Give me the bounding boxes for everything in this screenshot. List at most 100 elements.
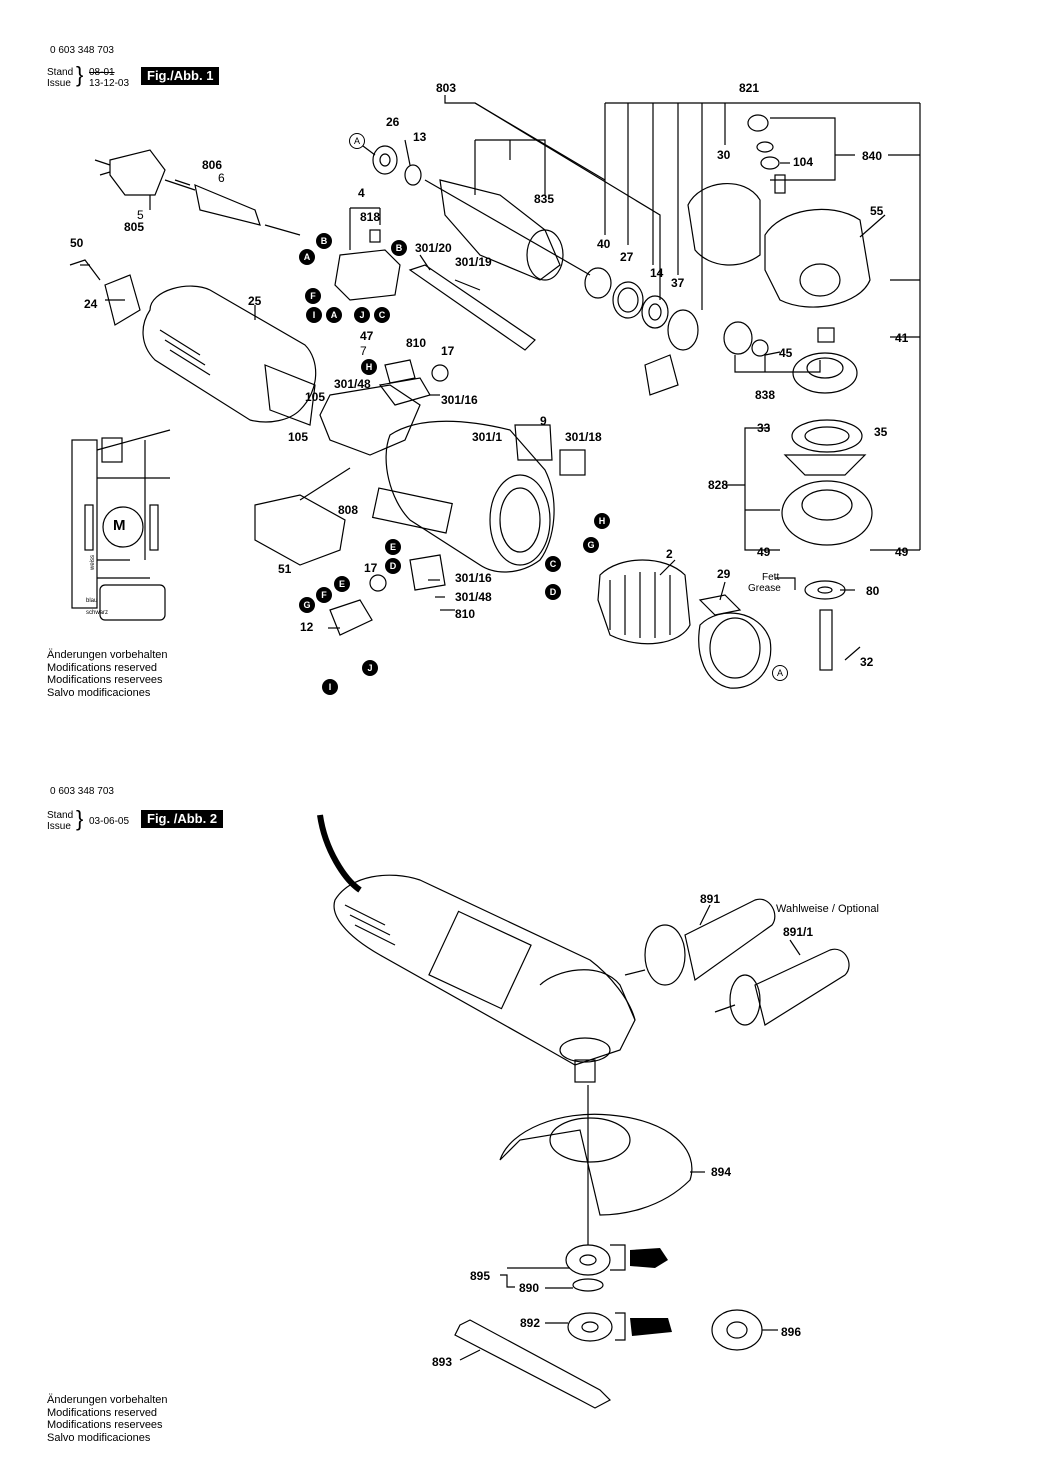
- part-label: 891: [700, 892, 721, 906]
- brace: }: [76, 62, 84, 87]
- note-line: Modifications reserved: [47, 1406, 158, 1419]
- part-label: 301/20: [415, 241, 452, 255]
- part-label: 49: [895, 545, 909, 559]
- part-label: 49: [757, 545, 771, 559]
- part-label: 301/19: [455, 255, 492, 269]
- figure-title: Fig. /Abb. 2: [141, 810, 224, 828]
- marker-e: E: [385, 539, 401, 555]
- part-label: 835: [534, 192, 555, 206]
- dates: 08-01 13-12-03: [89, 67, 129, 89]
- marker-a-outline: A: [772, 665, 788, 681]
- part-label: 840: [862, 149, 883, 163]
- part-label: 105: [288, 430, 309, 444]
- part-label: 17: [364, 561, 378, 575]
- issue-label: Issue: [47, 78, 71, 89]
- marker-f: F: [316, 587, 332, 603]
- part-label: 805: [124, 220, 145, 234]
- marker-a-outline: A: [349, 133, 365, 149]
- part-label: 6: [218, 171, 225, 185]
- marker-b: B: [391, 240, 407, 256]
- part-label: 893: [432, 1355, 453, 1369]
- part-label: 890: [519, 1281, 540, 1295]
- part-label: 808: [338, 503, 359, 517]
- part-label: 7: [360, 344, 367, 358]
- marker-j: J: [362, 660, 378, 676]
- marker-c: C: [545, 556, 561, 572]
- marker-e: E: [334, 576, 350, 592]
- marker-i: I: [306, 307, 322, 323]
- part-label: 806: [202, 158, 223, 172]
- date-struck: 08-01: [89, 67, 115, 78]
- marker-j: J: [354, 307, 370, 323]
- part-label: 35: [874, 425, 888, 439]
- part-label: 5: [137, 208, 144, 222]
- part-label: 301/16: [455, 571, 492, 585]
- notes-block: Änderungen vorbehalten Modifications res…: [47, 1394, 167, 1444]
- grease-label: Grease: [748, 583, 781, 594]
- part-label: 810: [455, 607, 476, 621]
- part-label: 12: [300, 620, 314, 634]
- part-label: 105: [305, 390, 326, 404]
- part-label: 51: [278, 562, 292, 576]
- stand-issue-labels: Stand Issue: [47, 67, 73, 89]
- note-line: Modifications reservees: [47, 674, 163, 686]
- marker-b: B: [316, 233, 332, 249]
- part-label: 26: [386, 115, 400, 129]
- stand-label: Stand: [47, 67, 74, 78]
- part-label: 30: [717, 148, 731, 162]
- part-label: 29: [717, 567, 731, 581]
- brace: }: [76, 806, 84, 831]
- part-label: 810: [406, 336, 427, 350]
- doc-number: 0 603 348 703: [50, 786, 114, 797]
- marker-h: H: [361, 359, 377, 375]
- part-label: 818: [360, 210, 381, 224]
- motor-symbol: M: [113, 517, 126, 534]
- part-label: 17: [441, 344, 455, 358]
- part-label: 40: [597, 237, 611, 251]
- part-label: 896: [781, 1325, 802, 1339]
- part-label: 894: [711, 1165, 732, 1179]
- part-label: 9: [540, 414, 547, 428]
- doc-number: 0 603 348 703: [50, 45, 114, 56]
- marker-c: C: [374, 307, 390, 323]
- marker-d: D: [385, 558, 401, 574]
- note-line: Salvo modificaciones: [47, 1431, 151, 1444]
- part-label: 13: [413, 130, 427, 144]
- figure-title: Fig./Abb. 1: [141, 67, 220, 85]
- part-label: 2: [666, 547, 673, 561]
- part-label: 32: [860, 655, 874, 669]
- stand-issue-labels: Stand Issue: [47, 810, 73, 832]
- part-label: 45: [779, 346, 793, 360]
- stand-label: Stand: [47, 810, 74, 821]
- part-label: 838: [755, 388, 776, 402]
- issue-label: Issue: [47, 821, 71, 832]
- marker-i: I: [322, 679, 338, 695]
- part-label: 4: [358, 186, 365, 200]
- part-label: 55: [870, 204, 884, 218]
- part-label: 301/48: [455, 590, 492, 604]
- part-label: 301/48: [334, 377, 371, 391]
- note-line: Salvo modificaciones: [47, 686, 151, 699]
- part-label: 301/1: [472, 430, 503, 444]
- note-line: Modifications reserved: [47, 661, 158, 674]
- wire-blau-label: blau: [86, 598, 98, 604]
- notes-block: Änderungen vorbehalten Modifications res…: [47, 649, 167, 699]
- optional-label: Wahlweise / Optional: [776, 903, 879, 915]
- part-label: 821: [739, 81, 760, 95]
- part-label: 33: [757, 421, 771, 435]
- marker-a: A: [299, 249, 315, 265]
- marker-d: D: [545, 584, 561, 600]
- part-label: 104: [793, 155, 814, 169]
- marker-g: G: [299, 597, 315, 613]
- part-label: 803: [436, 81, 457, 95]
- part-label: 301/16: [441, 393, 478, 407]
- part-label: 47: [360, 329, 374, 343]
- part-label: 892: [520, 1316, 541, 1330]
- fett-label: Fett: [762, 572, 780, 583]
- part-label: 37: [671, 276, 685, 290]
- marker-h: H: [594, 513, 610, 529]
- part-label: 301/18: [565, 430, 602, 444]
- part-label: 27: [620, 250, 634, 264]
- part-label: 80: [866, 584, 880, 598]
